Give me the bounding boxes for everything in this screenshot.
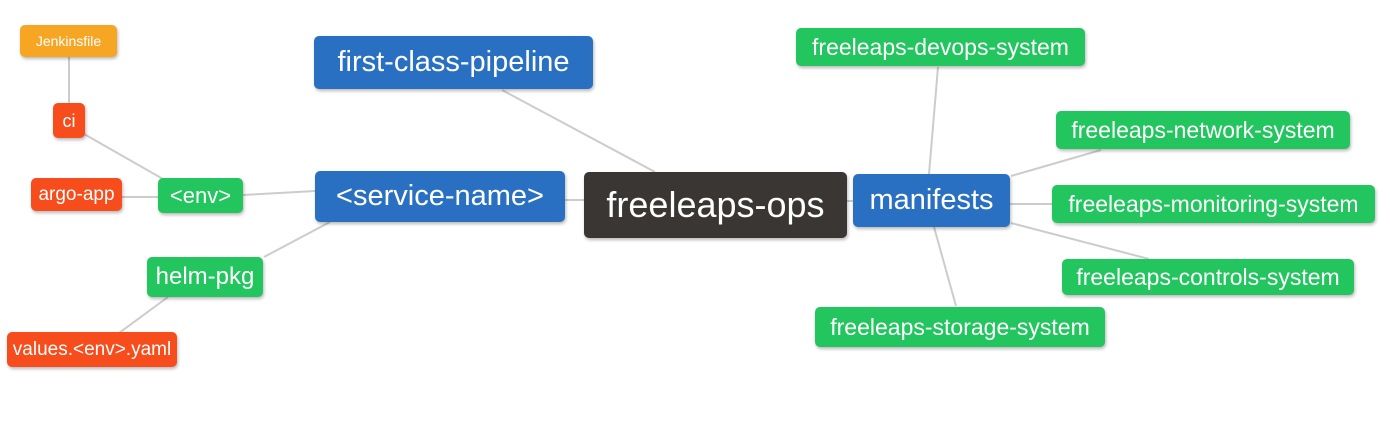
node-values-env-yaml[interactable]: values.<env>.yaml [7,332,177,367]
node-jenkinsfile[interactable]: Jenkinsfile [20,25,117,57]
node-freeleaps-storage-system[interactable]: freeleaps-storage-system [815,307,1105,347]
node-label-manifests: manifests [869,184,994,216]
node-helm-pkg[interactable]: helm-pkg [147,257,263,297]
node-freeleaps-monitoring-system[interactable]: freeleaps-monitoring-system [1052,185,1375,223]
node-label-env: <env> [169,182,232,208]
node-freeleaps-controls-system[interactable]: freeleaps-controls-system [1062,259,1354,295]
node-label-freeleaps-devops-system: freeleaps-devops-system [812,33,1069,60]
edge-manifests-to-freeleaps-devops-system [928,66,939,175]
node-freeleaps-devops-system[interactable]: freeleaps-devops-system [796,28,1085,66]
node-freeleaps-ops[interactable]: freeleaps-ops [584,172,847,238]
node-argo-app[interactable]: argo-app [31,178,122,211]
node-label-argo-app: argo-app [38,184,115,205]
edge-manifests-to-freeleaps-controls-system [1010,222,1150,260]
node-label-freeleaps-ops: freeleaps-ops [606,184,825,225]
node-label-first-class-pipeline: first-class-pipeline [337,46,570,78]
node-service-name[interactable]: <service-name> [315,171,565,222]
node-ci[interactable]: ci [53,103,85,138]
edge-ci-to-env [83,133,164,180]
node-label-freeleaps-monitoring-system: freeleaps-monitoring-system [1068,190,1359,217]
edge-service-name-to-helm-pkg [263,221,331,258]
edge-first-class-pipeline-to-freeleaps-ops [501,89,656,173]
node-freeleaps-network-system[interactable]: freeleaps-network-system [1056,111,1350,149]
edge-manifests-to-freeleaps-network-system [1010,149,1102,177]
node-label-freeleaps-controls-system: freeleaps-controls-system [1076,263,1340,290]
node-env[interactable]: <env> [158,178,243,213]
node-label-freeleaps-network-system: freeleaps-network-system [1071,116,1335,143]
node-label-values-env-yaml: values.<env>.yaml [12,339,172,360]
node-label-freeleaps-storage-system: freeleaps-storage-system [830,313,1090,340]
node-manifests[interactable]: manifests [853,174,1010,227]
node-label-jenkinsfile: Jenkinsfile [35,33,102,49]
edge-env-to-service-name [242,190,316,196]
edge-manifests-to-freeleaps-storage-system [933,226,957,307]
node-label-ci: ci [62,110,76,131]
node-first-class-pipeline[interactable]: first-class-pipeline [314,36,593,89]
node-label-service-name: <service-name> [336,180,544,212]
edge-helm-pkg-to-values-env-yaml [118,296,169,334]
node-label-helm-pkg: helm-pkg [155,263,255,290]
